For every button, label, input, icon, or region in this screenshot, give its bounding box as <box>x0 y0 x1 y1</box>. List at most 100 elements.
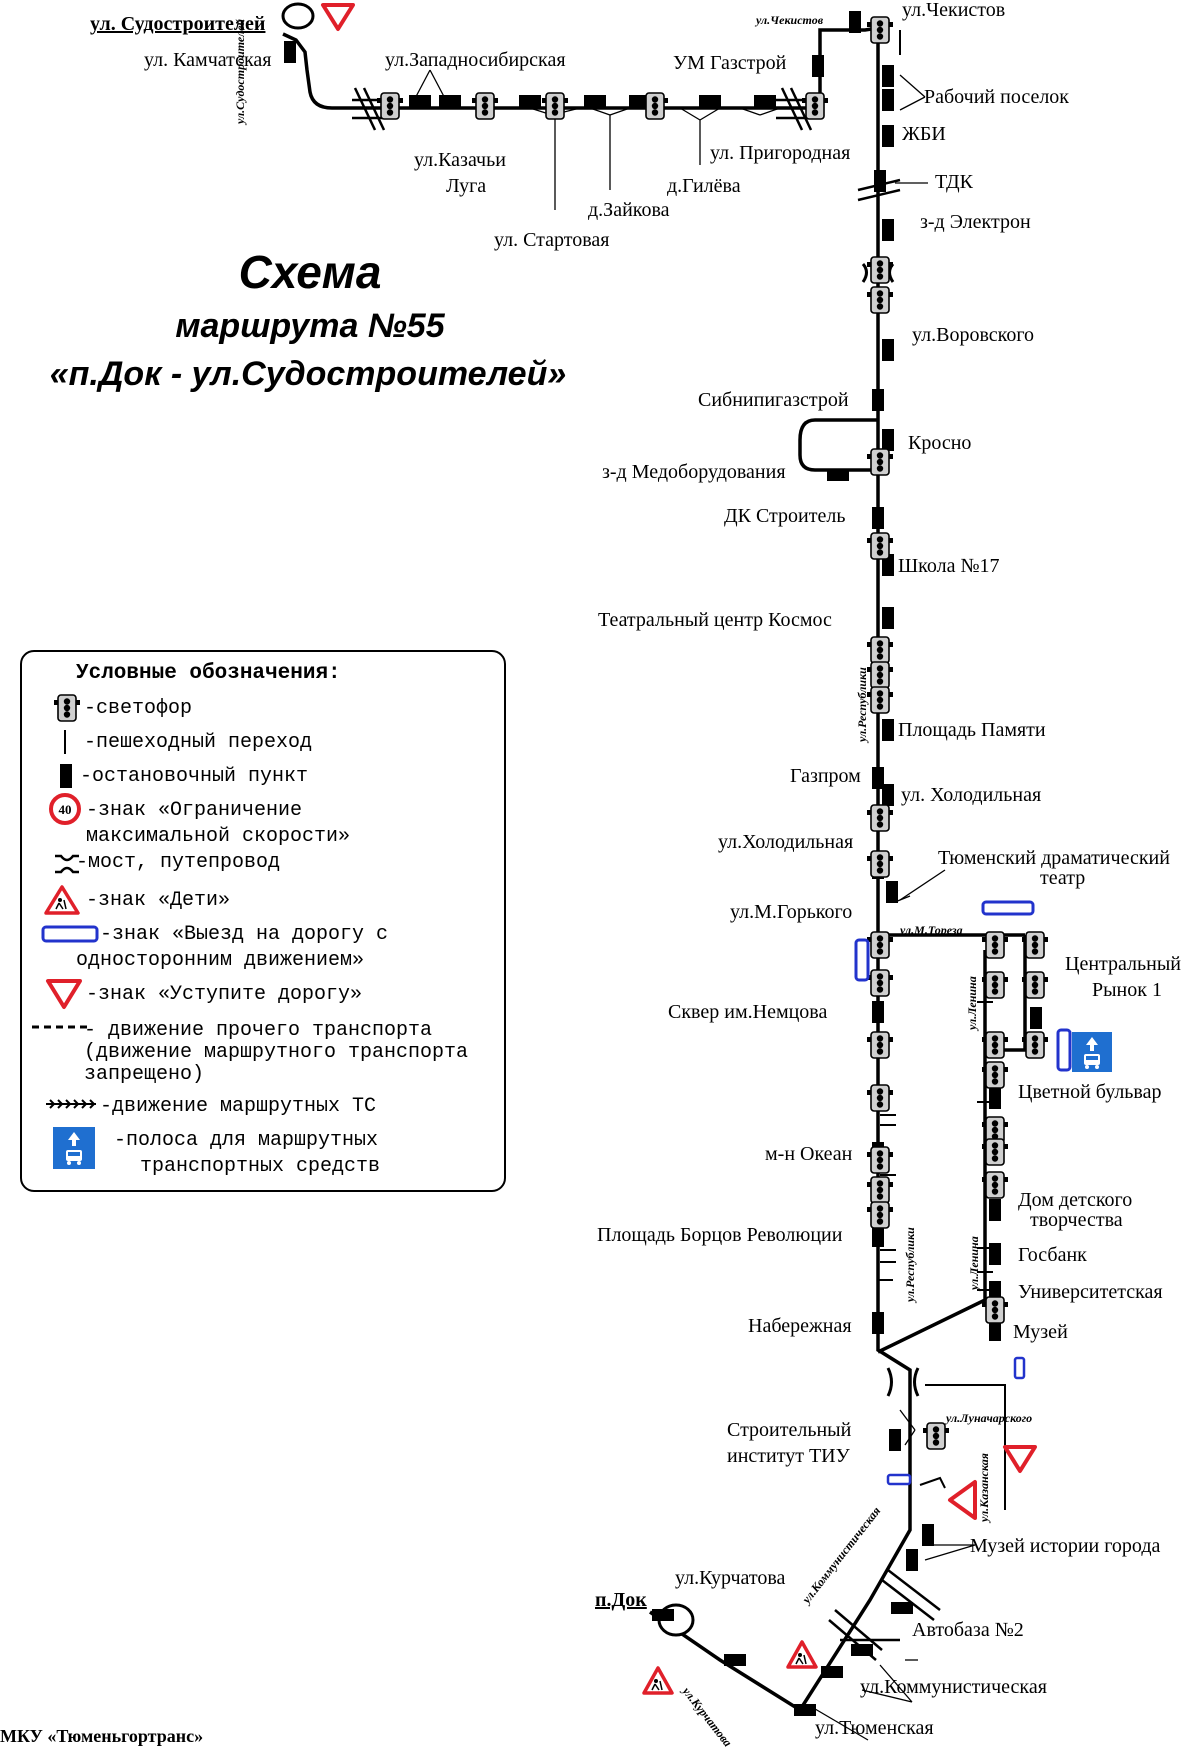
stop-label-muzey: Музей <box>1013 1321 1068 1343</box>
stop-label-holodilnaya-left: ул.Холодильная <box>718 831 854 853</box>
stop-label-naberezhnaya: Набережная <box>748 1315 852 1337</box>
stop-label-shkola17: Школа №17 <box>898 555 1000 577</box>
legend-other-label-2: (движение маршрутного транспорта <box>84 1041 469 1064</box>
legend-route-label: -движение маршрутных ТС <box>100 1095 377 1118</box>
stop-label-vorovskogo: ул.Воровского <box>912 324 1035 346</box>
stop-label-avtobaza: Автобаза №2 <box>912 1619 1024 1641</box>
yield-sign-icon-rotated <box>948 1480 977 1520</box>
stop-label-dramteatr-1: Тюменский драматический <box>938 847 1170 869</box>
stop-label-tiu-2: институт ТИУ <box>727 1445 850 1467</box>
stop-label-um-gazstroy: УМ Газстрой <box>673 52 787 74</box>
stop-label-rynok-2: Рынок 1 <box>1092 979 1162 1001</box>
legend-yield-label: -знак «Уступите дорогу» <box>86 983 363 1006</box>
legend-stop-icon <box>60 764 72 788</box>
stop-label-ddt-1: Дом детского <box>1018 1189 1133 1211</box>
legend-bridge-icon <box>55 854 79 874</box>
bus-lane-icon <box>1072 1032 1112 1072</box>
legend-crosswalk-icon <box>64 730 66 754</box>
street-lenina-upper: ул.Ленина <box>965 976 979 1030</box>
legend-speed-label-1: -знак «Ограничение <box>86 799 303 822</box>
stop-label-chekistov: ул.Чекистов <box>902 0 1006 21</box>
street-toreza: ул.М.Тореза <box>900 923 963 937</box>
legend-traffic-light-label: -светофор <box>84 697 193 720</box>
stop-label-elektron: з-д Электрон <box>920 211 1031 233</box>
svg-text:40: 40 <box>59 802 72 817</box>
stop-label-ddt-2: творчества <box>1030 1209 1123 1231</box>
stop-label-muzey-istorii: Музей истории города <box>970 1535 1161 1557</box>
stop-label-zaykova: д.Зайкова <box>588 199 670 221</box>
legend-other-label-3: запрещено) <box>84 1063 205 1086</box>
street-kazanskaya: ул.Казанская <box>977 1453 991 1522</box>
map-subtitle-route: маршрута №55 <box>175 307 445 345</box>
legend-oneway-label-1: -знак «Выезд на дорогу с <box>100 923 389 946</box>
other-traffic-line <box>983 960 1027 1040</box>
stop-label-sibnipi: Сибнипигазстрой <box>698 389 849 411</box>
oneway-exit-sign-icon <box>854 900 1072 1486</box>
stop-label-dk-stroitel: ДК Строитель <box>724 505 846 527</box>
legend-bus-lane-label-2: транспортных средств <box>140 1155 381 1178</box>
legend-other-label-1: - движение прочего транспорта <box>84 1019 433 1042</box>
stop-label-ploshchad-pamyati: Площадь Памяти <box>898 719 1046 741</box>
stop-label-tdk: ТДК <box>935 171 973 193</box>
stop-label-startovaya: ул. Стартовая <box>494 229 610 251</box>
kazanskaya-street-line <box>925 1384 1006 1510</box>
map-subtitle-endpoints: «п.Док - ул.Судостроителей» <box>49 355 567 393</box>
legend-header: Условные обозначения: <box>76 662 341 685</box>
legend: Условные обозначения: -светофор -пешеход… <box>20 650 506 1192</box>
stop-label-krosno: Кросно <box>908 432 972 454</box>
legend-yield-sign-icon <box>46 979 82 1009</box>
stop-label-zhbi: ЖБИ <box>902 123 946 145</box>
legend-crosswalk-label: -пешеходный переход <box>84 731 313 754</box>
stop-label-tiu-1: Строительный <box>727 1419 852 1441</box>
street-lenina-lower: ул.Ленина <box>967 1236 981 1290</box>
stop-label-kommunisticheskaya: ул.Коммунистическая <box>860 1676 1047 1698</box>
stop-label-prigorodnaya: ул. Пригородная <box>710 142 851 164</box>
stop-label-zapadnosibirskaya: ул.Западносибирская <box>385 49 566 71</box>
stop-label-kurchatova: ул.Курчатова <box>675 1567 786 1589</box>
stop-label-bortsov: Площадь Борцов Революции <box>597 1224 843 1246</box>
terminal-loop-north <box>281 2 315 30</box>
stop-label-medoborud: з-д Медоборудования <box>602 461 786 483</box>
stop-label-dramteatr-2: театр <box>1040 867 1086 889</box>
terminus-north: ул. Судостроителей <box>90 13 266 35</box>
legend-other-traffic-icon <box>32 1025 88 1029</box>
map-title: Схема <box>238 246 382 298</box>
stop-label-holodilnaya-right: ул. Холодильная <box>901 784 1042 806</box>
stop-label-okean: м-н Океан <box>765 1143 853 1165</box>
stop-label-universitetskaya: Университетская <box>1018 1281 1163 1303</box>
street-lunacharskogo: ул.Луначарского <box>946 1411 1033 1425</box>
legend-oneway-label-2: односторонним движением» <box>76 949 365 972</box>
stop-label-gosbank: Госбанк <box>1018 1244 1087 1266</box>
stop-label-rynok-1: Центральный <box>1065 953 1182 975</box>
stop-label-gazprom: Газпром <box>790 765 861 787</box>
stop-label-rabochiy: Рабочий поселок <box>924 86 1070 108</box>
legend-stop-label: -остановочный пункт <box>80 765 309 788</box>
legend-bus-lane-icon <box>53 1127 95 1169</box>
legend-speed-label-2: максимальной скорости» <box>86 825 351 848</box>
stop-label-kazachi-lugi-1: ул.Казачьи <box>414 149 506 171</box>
stop-label-tyumenskaya: ул.Тюменская <box>815 1717 934 1739</box>
route-arrow-icon <box>919 1476 946 1489</box>
legend-children-label: -знак «Дети» <box>86 889 231 912</box>
street-respubliki-upper: ул.Республики <box>855 667 869 742</box>
street-respubliki-lower: ул.Республики <box>903 1227 917 1302</box>
street-chekistov: ул.Чекистов <box>756 13 824 27</box>
legend-traffic-light-icon <box>54 694 80 722</box>
terminus-south: п.Док <box>595 1589 647 1611</box>
legend-bus-lane-label-1: -полоса для маршрутных <box>114 1129 379 1152</box>
stop-label-nemtsova: Сквер им.Немцова <box>668 1001 828 1023</box>
organization-label: МКУ «Тюменьгортранс» <box>0 1726 204 1746</box>
legend-bridge-label: -мост, путепровод <box>76 851 281 874</box>
stop-label-kamchatskaya: ул. Камчатская <box>144 49 272 71</box>
stop-label-kosmos: Театральный центр Космос <box>598 609 832 631</box>
stop-label-kazachi-lugi-2: Луга <box>446 175 487 197</box>
stop-label-gorkogo: ул.М.Горького <box>730 901 853 923</box>
legend-speed-limit-sign-icon: 40 <box>49 793 81 825</box>
legend-children-sign-icon <box>44 885 80 915</box>
crosswalk-icon <box>877 1001 993 1291</box>
legend-oneway-sign-icon <box>41 925 99 943</box>
stop-label-tsvetnoy: Цветной бульвар <box>1018 1081 1162 1103</box>
stop-label-gileva: д.Гилёва <box>667 175 741 197</box>
legend-route-movement-icon <box>46 1099 96 1109</box>
